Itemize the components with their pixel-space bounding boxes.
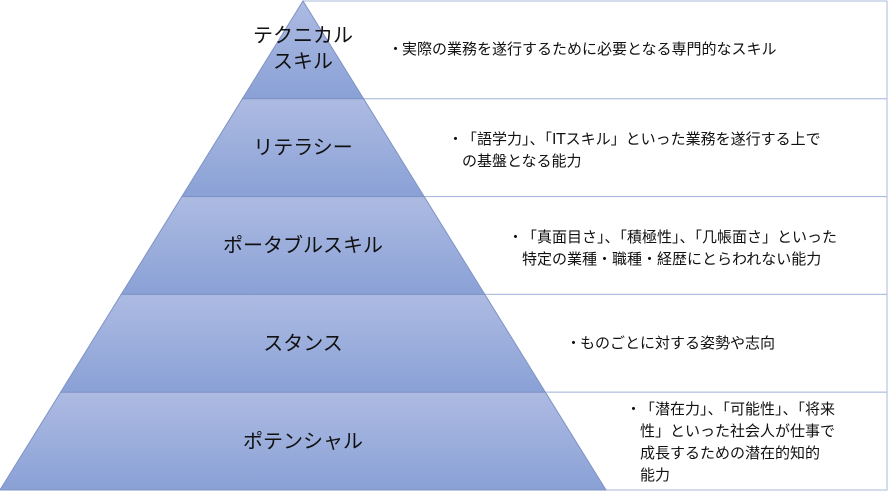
level-label-literacy: リテラシー (253, 135, 353, 159)
level-label-potential: ポテンシャル (243, 429, 363, 453)
level-label-technical-skill: テクニカルスキル (253, 23, 353, 73)
level-label-portable-skill: ポータブルスキル (223, 233, 383, 257)
level-label-stance: スタンス (263, 331, 343, 355)
description-stance: ・ものごとに対する姿勢や志向 (566, 334, 776, 352)
description-technical-skill: ・実際の業務を遂行するために必要となる専門的なスキル (388, 40, 777, 58)
description-literacy: ・「語学力」、「ITスキル」といった業務を遂行する上での基盤となる能力 (448, 130, 821, 170)
description-potential: ・「潜在力」、「可能性」、「将来性」といった社会人が仕事で成長するための潜在的知… (626, 400, 836, 484)
description-portable-skill: ・「真面目さ」、「積極性」、「几帳面さ」といった特定の業種・職種・経歴にとらわれ… (508, 228, 838, 268)
description-box-technical-skill (302, 0, 888, 100)
pyramid-band-potential (0, 391, 607, 491)
